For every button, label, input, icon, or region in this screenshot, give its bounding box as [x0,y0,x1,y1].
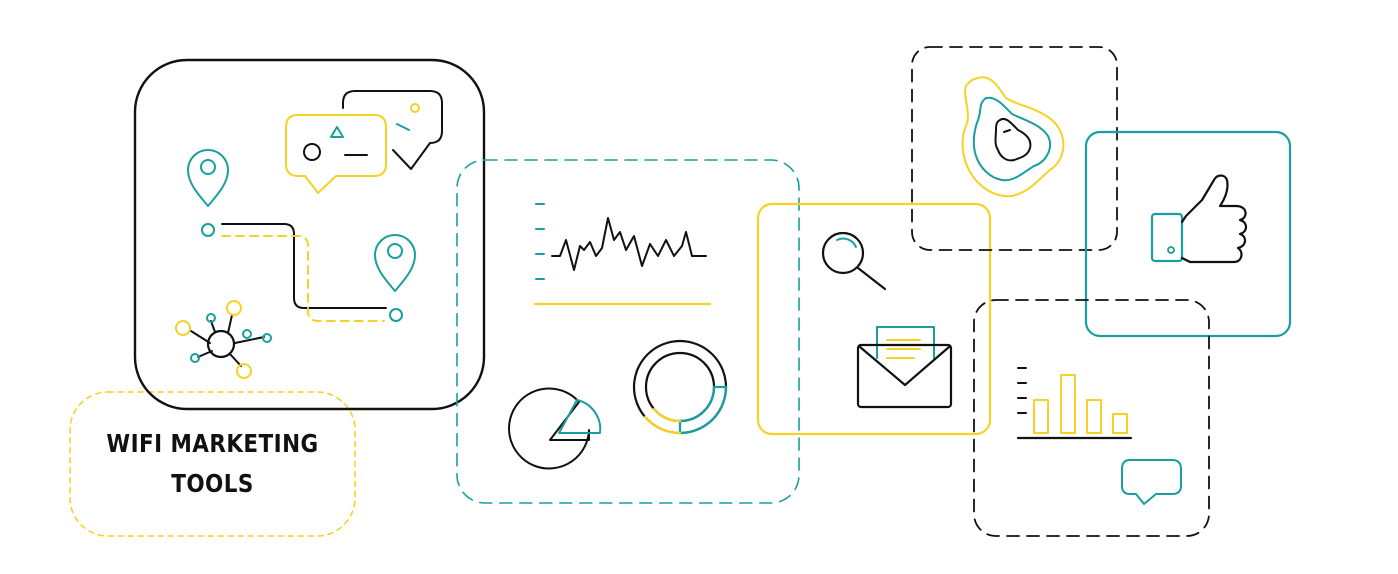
like-card-frame [1084,130,1292,338]
heatmap-blob-icon [961,76,1065,198]
page-title-line-2: TOOLS [171,469,254,498]
donut-chart-icon [632,339,728,435]
network-hub-icon [175,300,272,379]
thumbs-up-icon [1150,174,1248,264]
location-pin-icon [187,149,229,207]
title-frame [69,391,356,537]
heatmap-card-frame [911,46,1118,251]
location-card-frame [133,58,486,411]
envelope-icon [856,326,953,409]
route-path-icon [201,223,403,322]
bar-chart-icon [1016,367,1133,440]
magnifier-icon [821,231,887,291]
stats-card-frame [973,299,1210,537]
chat-bubbles-icon [285,90,443,194]
analytics-card-frame [456,159,800,504]
page-title: WIFI MARKETING TOOLS [90,392,335,536]
pie-chart-icon [508,387,602,470]
email-card-frame [756,202,992,436]
page-title-line-1: WIFI MARKETING [106,429,319,458]
chat-bubble-icon [1121,459,1182,505]
line-chart-icon [533,203,712,306]
location-pin-icon [374,234,416,292]
